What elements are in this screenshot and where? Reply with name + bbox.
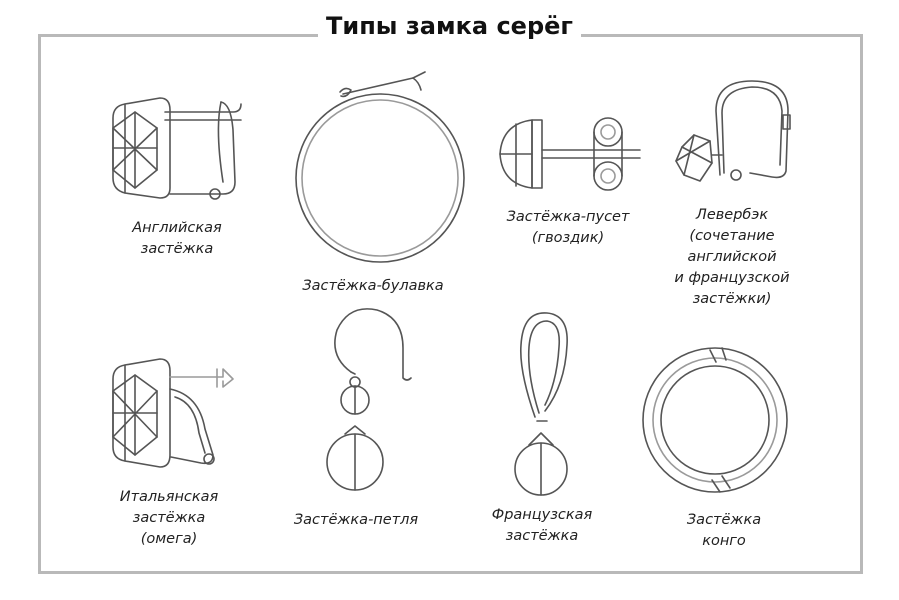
caption-stud-clasp: Застёжка-пусет(гвоздик) <box>507 207 630 249</box>
caption-pin-clasp: Застёжка-булавка <box>302 276 443 297</box>
french-clasp-illustration <box>495 305 595 505</box>
stud-earring-illustration <box>490 110 650 200</box>
caption-loop-clasp: Застёжка-петля <box>294 510 418 531</box>
diagram-title: Типы замка серёг <box>0 12 899 40</box>
hoop-pin-illustration <box>285 68 475 268</box>
omega-clasp-illustration <box>105 355 255 480</box>
english-clasp-illustration <box>105 90 255 210</box>
hook-earring-illustration <box>315 300 425 500</box>
congo-hoop-illustration <box>640 340 790 500</box>
leverback-illustration <box>660 75 800 195</box>
